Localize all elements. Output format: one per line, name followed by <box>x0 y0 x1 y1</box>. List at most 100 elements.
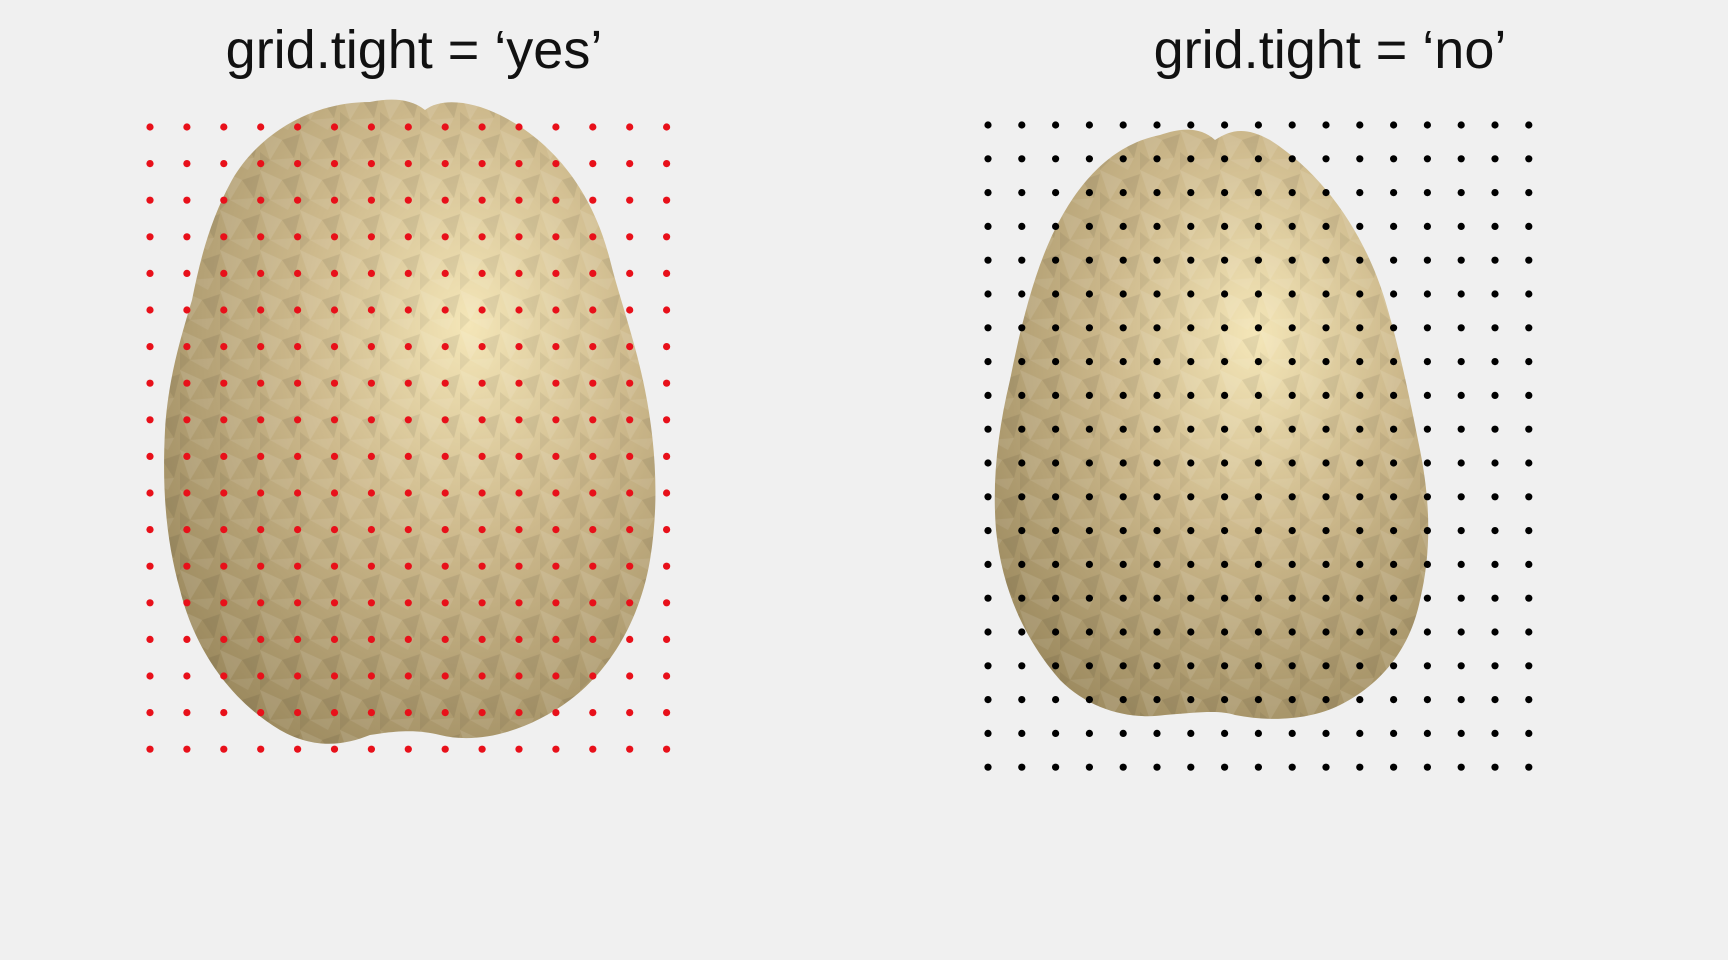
grid-point <box>1491 527 1499 535</box>
grid-point <box>1491 155 1499 163</box>
grid-point <box>1153 594 1161 602</box>
grid-point <box>1288 425 1296 433</box>
grid-point <box>1085 696 1093 704</box>
grid-point <box>663 709 671 717</box>
grid-point <box>1119 493 1127 501</box>
grid-point <box>1254 763 1262 771</box>
grid-point <box>589 562 597 570</box>
grid-point <box>626 635 634 644</box>
grid-point <box>515 562 523 570</box>
grid-point <box>1187 560 1195 568</box>
grid-point <box>626 416 634 424</box>
grid-point <box>1018 696 1026 704</box>
grid-point <box>1288 256 1296 264</box>
grid-point <box>1288 729 1296 738</box>
grid-point <box>330 745 339 753</box>
grid-point <box>441 709 449 717</box>
grid-point <box>552 599 560 607</box>
grid-point <box>1221 155 1229 163</box>
grid-point <box>984 560 992 568</box>
grid-point <box>1187 155 1195 163</box>
grid-point <box>257 379 265 387</box>
grid-point <box>1119 155 1127 163</box>
grid-point <box>1390 256 1398 264</box>
grid-point <box>441 452 449 460</box>
grid-point <box>663 123 671 131</box>
grid-point <box>1018 155 1026 163</box>
grid-point <box>1018 560 1026 568</box>
grid-point <box>1221 459 1229 467</box>
grid-point <box>1119 527 1127 535</box>
grid-point <box>552 233 560 241</box>
grid-point <box>515 489 523 497</box>
grid-point <box>1085 256 1093 264</box>
grid-point <box>367 269 375 277</box>
grid-point <box>1254 560 1262 568</box>
grid-point <box>1525 324 1533 332</box>
grid-point <box>1153 662 1161 670</box>
grid-point <box>1018 222 1026 230</box>
grid-point <box>220 196 228 204</box>
panel-title-tight-no: grid.tight = ‘no’ <box>1153 20 1507 80</box>
grid-point <box>1052 425 1060 433</box>
grid-point <box>1356 155 1364 163</box>
grid-point <box>294 416 302 424</box>
grid-point <box>1254 459 1262 467</box>
grid-point <box>220 269 228 277</box>
grid-point <box>220 526 228 534</box>
grid-point <box>663 672 671 680</box>
grid-point <box>404 343 412 351</box>
grid-point <box>589 709 597 717</box>
grid-point <box>1052 358 1060 366</box>
grid-point <box>183 123 191 131</box>
grid-point <box>1187 290 1195 298</box>
grid-point <box>1491 628 1499 636</box>
grid-point <box>1052 189 1060 197</box>
grid-point <box>1423 459 1431 467</box>
grid-point <box>1457 560 1465 568</box>
grid-point <box>146 343 154 351</box>
grid-point <box>441 599 449 607</box>
grid-point <box>330 379 339 387</box>
grid-point <box>146 123 154 131</box>
grid-point <box>552 343 560 351</box>
grid-point <box>1187 763 1195 771</box>
grid-point <box>1491 256 1499 264</box>
grid-point <box>1085 527 1093 535</box>
grid-point <box>330 416 339 424</box>
grid-point <box>294 599 302 607</box>
grid-point <box>984 763 992 771</box>
grid-point <box>294 672 302 680</box>
grid-point <box>1254 121 1262 129</box>
grid-point <box>984 290 992 298</box>
grid-point <box>1390 358 1398 366</box>
grid-point <box>478 489 486 497</box>
grid-point <box>1254 729 1262 738</box>
grid-point <box>1254 391 1262 399</box>
grid-point <box>1322 527 1330 535</box>
grid-point <box>1322 121 1330 129</box>
grid-point <box>1322 324 1330 332</box>
grid-point <box>552 269 560 277</box>
grid-point <box>663 562 671 570</box>
grid-point <box>294 269 302 277</box>
grid-point <box>1525 459 1533 467</box>
grid-point <box>1423 560 1431 568</box>
grid-point <box>441 123 449 131</box>
grid-point <box>1052 459 1060 467</box>
grid-point <box>1423 324 1431 332</box>
grid-point <box>1356 189 1364 197</box>
grid-point <box>478 160 486 168</box>
grid-point <box>146 269 154 277</box>
grid-point <box>1322 560 1330 568</box>
grid-point <box>1423 358 1431 366</box>
grid-point <box>1525 425 1533 433</box>
grid-point <box>1457 527 1465 535</box>
grid-point <box>1119 662 1127 670</box>
grid-point <box>1356 662 1364 670</box>
grid-point <box>404 599 412 607</box>
grid-point <box>552 745 560 753</box>
grid-point <box>478 672 486 680</box>
grid-point <box>1390 560 1398 568</box>
